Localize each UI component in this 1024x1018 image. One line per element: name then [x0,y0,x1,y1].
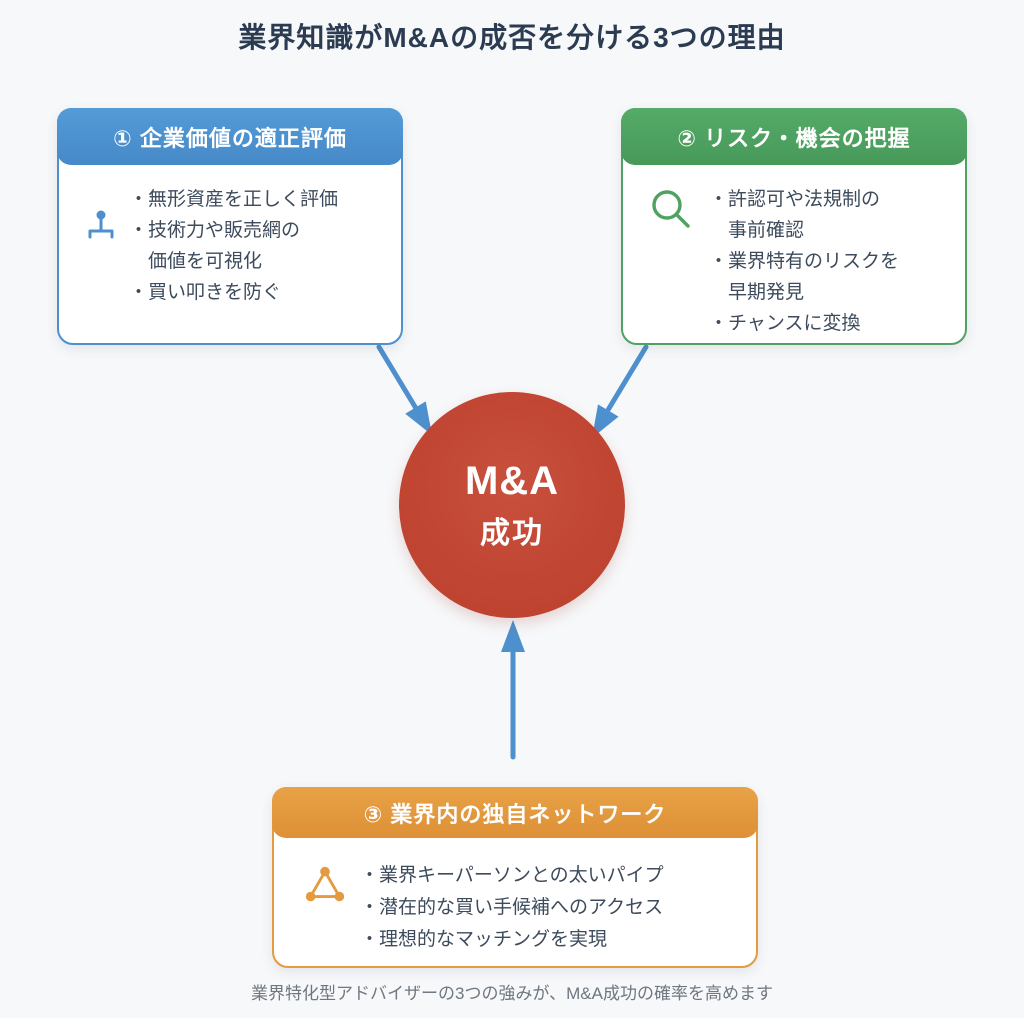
arrow-right-to-circle [592,344,649,438]
card-network: ③ 業界内の独自ネットワーク ・ 業界キーパーソンとの太いパイプ ・ 潜在的な買… [272,787,758,968]
card-valuation-header: ① 企業価値の適正評価 [57,108,403,165]
card-risk-body: ・ 許認可や法規制の 事前確認 ・ 業界特有のリスクを 早期発見 ・ チャンスに… [623,165,965,343]
bullet-item: ・ チャンスに変換 [709,313,861,334]
network-bullet-list: ・ 業界キーパーソンとの太いパイプ ・ 潜在的な買い手候補へのアクセス ・ 理想… [360,860,664,956]
scale-icon [83,208,119,244]
risk-bullet-list: ・ 許認可や法規制の 事前確認 ・ 業界特有のリスクを 早期発見 ・ チャンスに… [709,184,899,339]
card-network-body: ・ 業界キーパーソンとの太いパイプ ・ 潜在的な買い手候補へのアクセス ・ 理想… [274,838,756,966]
bullet-item: ・ 業界キーパーソンとの太いパイプ [360,865,664,886]
bullet-item: ・ 潜在的な買い手候補へのアクセス [360,897,664,918]
page-title: 業界知識がM&Aの成否を分ける3つの理由 [238,22,786,53]
card-network-header: ③ 業界内の独自ネットワーク [272,787,758,838]
arrow-left-to-circle [376,344,432,435]
card-risk-header: ② リスク・機会の把握 [621,108,967,165]
bullet-item: ・ 理想的なマッチングを実現 [360,929,608,950]
card-risk-opportunity: ② リスク・機会の把握 ・ 許認可や法規制の 事前確認 ・ [621,108,967,345]
goal-circle: M&A 成功 [399,392,625,618]
bullet-item: ・ 無形資産を正しく評価 [129,189,339,210]
bullet-item: ・ 業界特有のリスクを 早期発見 [709,251,900,303]
goal-title: M&A [464,458,560,503]
network-icon [302,862,348,908]
card-valuation-body: ・ 無形資産を正しく評価 ・ 技術力や販売網の 価値を可視化 ・ 買い叩きを防ぐ [59,165,401,343]
search-icon [647,186,695,234]
bullet-item: ・ 許認可や法規制の 事前確認 [709,189,881,241]
goal-subtitle: 成功 [480,516,544,550]
bullet-item: ・ 技術力や販売網の 価値を可視化 [129,220,301,272]
bullet-item: ・ 買い叩きを防ぐ [129,282,282,303]
card-valuation: ① 企業価値の適正評価 ・ 無形資産を正しく評価 ・ 技術力や販売網の [57,108,403,345]
footer-note: 業界特化型アドバイザーの3つの強みが、M&A成功の確率を高めます [251,984,773,1003]
valuation-bullet-list: ・ 無形資産を正しく評価 ・ 技術力や販売網の 価値を可視化 ・ 買い叩きを防ぐ [129,184,338,308]
arrow-bottom-to-circle [501,620,525,760]
